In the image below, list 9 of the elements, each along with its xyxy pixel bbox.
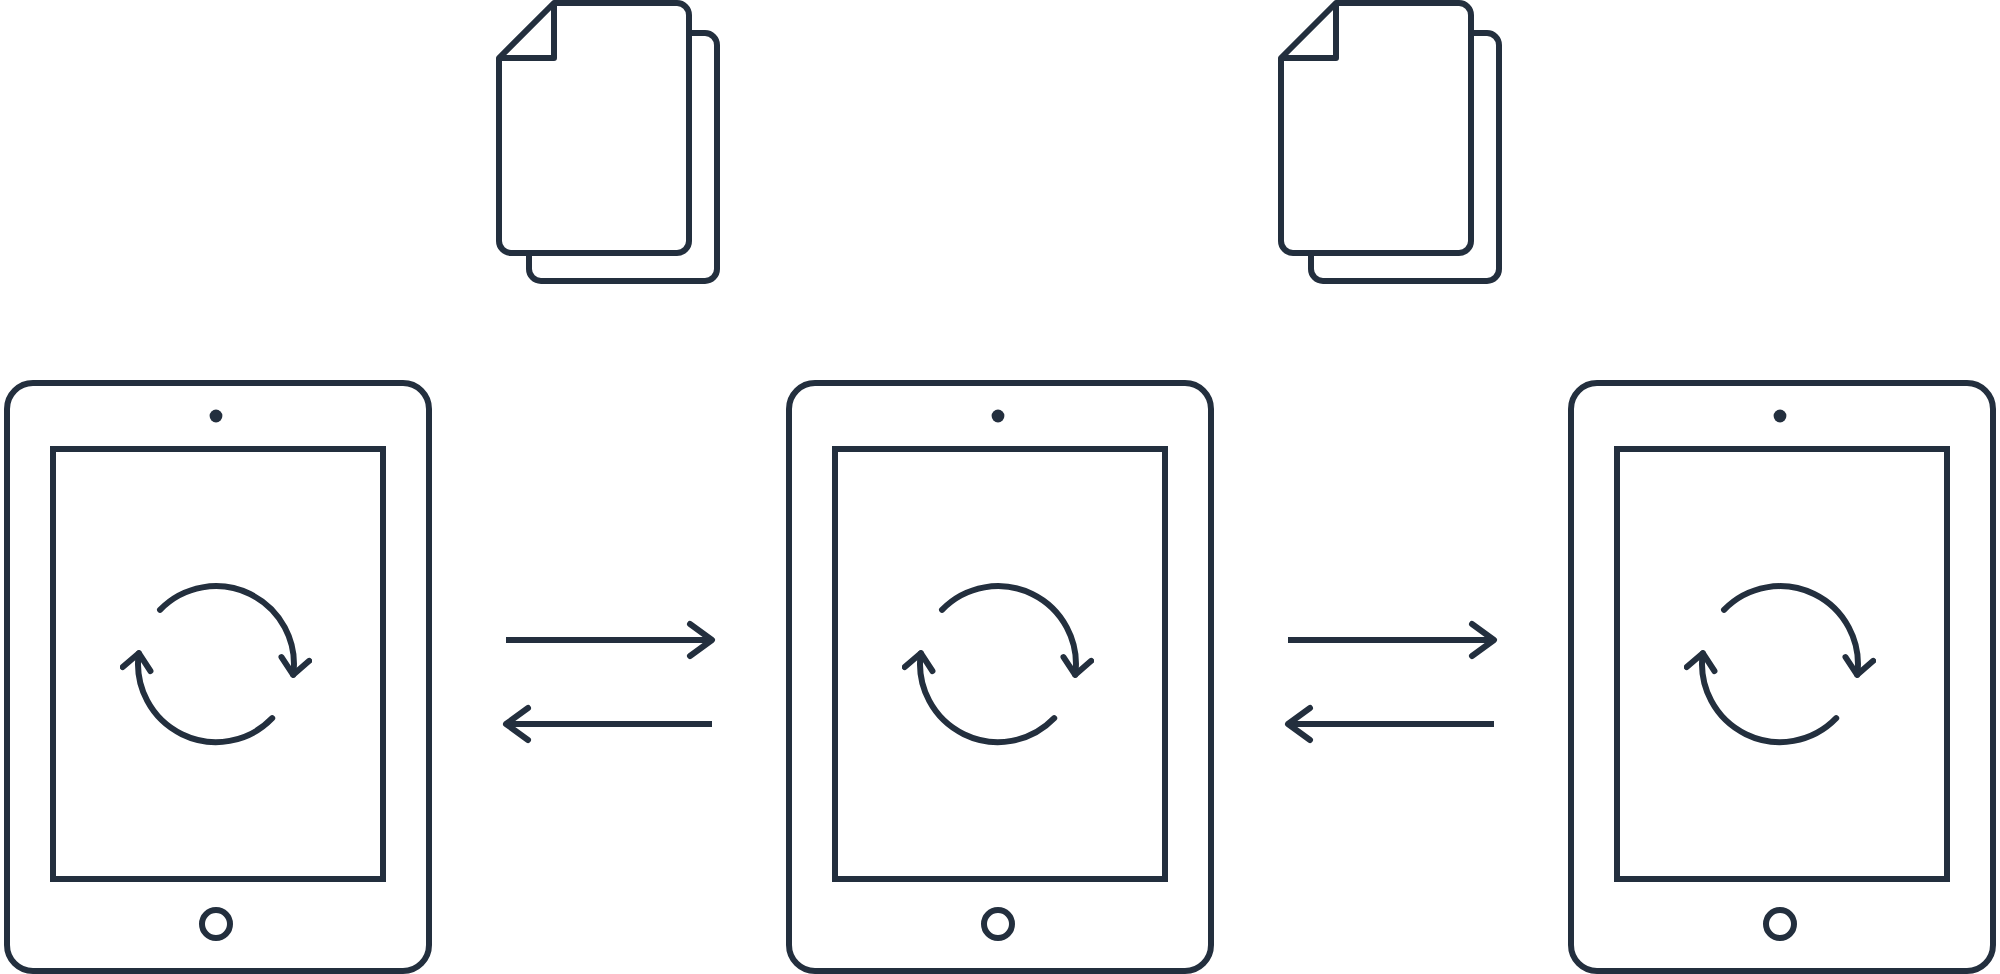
arrow [1288,621,1497,659]
tablet-drawing [1568,380,1996,974]
document-stack-drawing [1278,0,1504,286]
arrow [506,621,715,659]
document-stack-drawing [496,0,722,286]
arrow [1285,705,1494,743]
tablet-drawing [786,380,1214,974]
arrow [503,705,712,743]
tablet-drawing [4,380,432,974]
